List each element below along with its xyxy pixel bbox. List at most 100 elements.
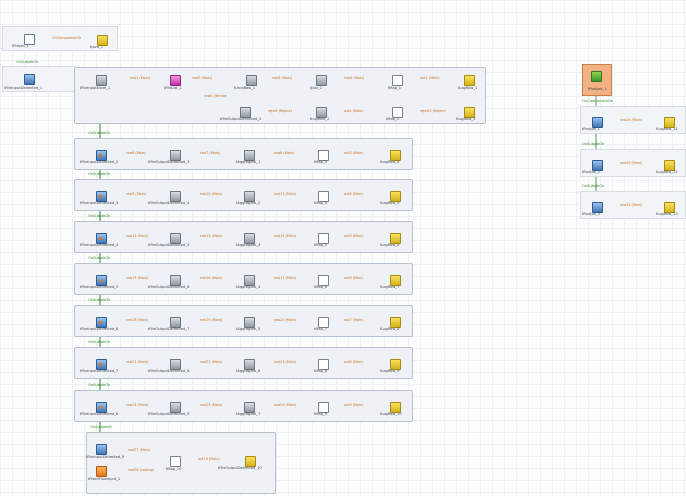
subjob-3-src-label: tFileInputDelimited_4	[80, 243, 119, 247]
subjob-7-n3-node[interactable]	[318, 402, 329, 413]
subjob-2-link-1: row9 (Main)	[126, 192, 147, 196]
subjob-1-n3-node[interactable]	[318, 150, 329, 161]
subjob-2-n4-label: tLogRow_5	[380, 201, 400, 205]
subjob-2-n3-label: tMap_4	[314, 201, 328, 205]
subjob-6[interactable]	[74, 347, 413, 379]
subjob-2-connector-dot	[99, 195, 102, 198]
prejob-out-label: tJava_1	[90, 45, 104, 49]
main-source-node[interactable]	[24, 74, 35, 85]
row1-node-4[interactable]	[316, 75, 327, 86]
subjob-5-n1-node[interactable]	[170, 317, 181, 328]
subjob-1[interactable]	[74, 138, 413, 170]
subjob-1-n2-node[interactable]	[244, 150, 255, 161]
subjob-row1[interactable]	[74, 67, 486, 124]
subjob-3-n1-node[interactable]	[170, 233, 181, 244]
right-block-2-src-node[interactable]	[592, 160, 603, 171]
subjob-2-n3-node[interactable]	[318, 191, 329, 202]
subjob-7-link-1: row24 (Main)	[126, 403, 149, 407]
subjob-6-src-label: tFileInputDelimited_7	[80, 369, 119, 373]
right-block-1-dst-node[interactable]	[664, 117, 675, 128]
subjob-5-n4-node[interactable]	[390, 317, 401, 328]
subjob-7-trigger: OnSubjobOk	[88, 383, 111, 387]
row1-node-3[interactable]	[246, 75, 257, 86]
subjob-7[interactable]	[74, 390, 413, 422]
subjob-7-n1-node[interactable]	[170, 402, 181, 413]
subjob-6-trigger: OnSubjobOk	[88, 340, 111, 344]
subjob-7-n2-node[interactable]	[244, 402, 255, 413]
row2-node-3[interactable]	[392, 107, 403, 118]
subjob-6-n1-node[interactable]	[170, 359, 181, 370]
subjob-5[interactable]	[74, 305, 413, 337]
row1-node-5[interactable]	[392, 75, 403, 86]
prejob-node[interactable]	[24, 34, 35, 45]
subjob-6-n3-label: tMap_8	[314, 369, 328, 373]
row1-node-6[interactable]	[464, 75, 475, 86]
main-source-label: tFileInputDelimited_1	[4, 86, 43, 90]
subjob-5-n2-node[interactable]	[244, 317, 255, 328]
right-block-1-src-node[interactable]	[592, 117, 603, 128]
subjob-3-n4-node[interactable]	[390, 233, 401, 244]
subjob-4-n1-node[interactable]	[170, 275, 181, 286]
right-block-3-src-node[interactable]	[592, 202, 603, 213]
subjob-6-link-2: row22 (Main)	[200, 360, 223, 364]
subjob-2-n2-node[interactable]	[244, 191, 255, 202]
subjob-3[interactable]	[74, 221, 413, 253]
subjob-2[interactable]	[74, 179, 413, 211]
subjob-6-n3-node[interactable]	[318, 359, 329, 370]
subjob-4-n4-node[interactable]	[390, 275, 401, 286]
prejob-label: tPrejob_1	[12, 44, 29, 48]
subjob-4-n4-label: tLogRow_7	[380, 285, 400, 289]
row2-node-1[interactable]	[240, 107, 251, 118]
subjob-5-trigger: OnSubjobOk	[88, 298, 111, 302]
subjob-4[interactable]	[74, 263, 413, 295]
subjob-last[interactable]	[86, 432, 276, 494]
subjob-3-n2-node[interactable]	[244, 233, 255, 244]
subjob-7-n4-label: tLogRow_10	[380, 412, 402, 416]
row1-node-2[interactable]	[170, 75, 181, 86]
right-block-2-src-label: tRunJob_2	[582, 170, 600, 174]
subjob-7-link-4: out9 (Main)	[344, 403, 364, 407]
last-source-node[interactable]	[96, 444, 107, 455]
subjob-1-n1-node[interactable]	[170, 150, 181, 161]
right-block-2-dst-label: tLogRow_12	[656, 170, 678, 174]
subjob-5-n3-label: tMap_7	[314, 327, 328, 331]
subjob-5-n3-node[interactable]	[318, 317, 329, 328]
subjob-2-n4-node[interactable]	[390, 191, 401, 202]
subjob-main-source[interactable]	[2, 66, 76, 92]
subjob-4-n2-node[interactable]	[244, 275, 255, 286]
subjob-2-link-3: row11 (Main)	[274, 192, 297, 196]
row2-node-4[interactable]	[464, 107, 475, 118]
subjob-6-link-4: out8 (Main)	[344, 360, 364, 364]
right-block-1-link: row29 (Main)	[620, 118, 643, 122]
subjob-4-n2-label: tAggregate_4	[236, 285, 261, 289]
right-block-3-dst-node[interactable]	[664, 202, 675, 213]
row1-node-1[interactable]	[96, 75, 107, 86]
row2-node-2[interactable]	[316, 107, 327, 118]
subjob-5-link-4: out7 (Main)	[344, 318, 364, 322]
last-out-node[interactable]	[245, 456, 256, 467]
subjob-prejob[interactable]	[2, 26, 118, 51]
subjob-7-n1-label: tFileOutputDelimited_9	[148, 412, 190, 416]
subjob-7-n4-node[interactable]	[390, 402, 401, 413]
subjob-2-src-label: tFileInputDelimited_3	[80, 201, 119, 205]
subjob-6-n2-node[interactable]	[244, 359, 255, 370]
subjob-1-n4-node[interactable]	[390, 150, 401, 161]
right-block-2-dst-node[interactable]	[664, 160, 675, 171]
postjob-node[interactable]	[591, 71, 602, 82]
row1-label-1: tFileInputExcel_1	[80, 86, 111, 90]
subjob-1-link-4: out3 (Main)	[344, 151, 364, 155]
subjob-3-n3-node[interactable]	[318, 233, 329, 244]
subjob-2-trigger: OnSubjobOk	[88, 172, 111, 176]
subjob-4-link-1: row15 (Main)	[126, 276, 149, 280]
subjob-6-n4-node[interactable]	[390, 359, 401, 370]
row2-link-3: reject2 (Reject)	[420, 109, 447, 113]
subjob-3-n1-label: tFileOutputDelimited_5	[148, 243, 190, 247]
row1-link-3: row3 (Main)	[272, 76, 293, 80]
prejob-out-node[interactable]	[97, 35, 108, 46]
subjob-2-n1-node[interactable]	[170, 191, 181, 202]
subjob-4-n3-node[interactable]	[318, 275, 329, 286]
last-source2-node[interactable]	[96, 466, 107, 477]
subjob-5-link-2: row19 (Main)	[200, 318, 223, 322]
last-map-node[interactable]	[170, 456, 181, 467]
